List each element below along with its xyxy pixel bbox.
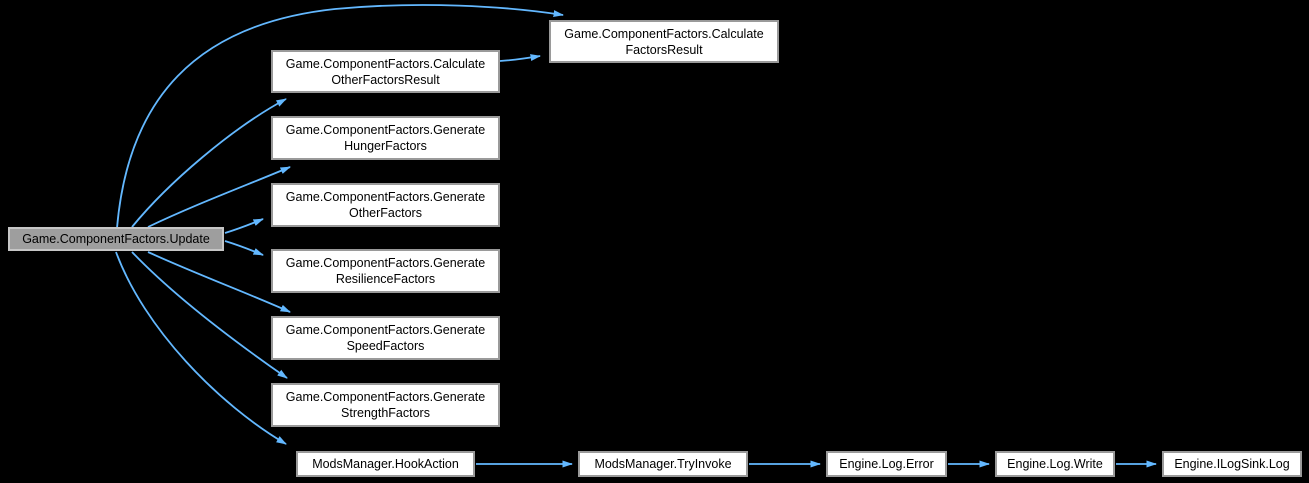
graph-node-generate-strength-factors[interactable]: Game.ComponentFactors.Generate StrengthF…: [271, 383, 500, 427]
edge-update-generate-hunger-factors: [147, 166, 291, 228]
edge-update-generate-resilience-factors: [224, 240, 264, 256]
graph-node-generate-speed-factors[interactable]: Game.ComponentFactors.Generate SpeedFact…: [271, 316, 500, 360]
edge-update-generate-other-factors: [224, 218, 264, 234]
graph-node-ilogsink-log[interactable]: Engine.ILogSink.Log: [1162, 451, 1302, 477]
graph-node-calculate-factors-result[interactable]: Game.ComponentFactors.Calculate FactorsR…: [549, 20, 779, 63]
graph-node-generate-resilience-factors[interactable]: Game.ComponentFactors.Generate Resilienc…: [271, 249, 500, 293]
graph-node-log-error[interactable]: Engine.Log.Error: [826, 451, 947, 477]
edge-update-calculate-other-factors-result: [131, 98, 287, 228]
graph-node-log-write[interactable]: Engine.Log.Write: [995, 451, 1115, 477]
edge-update-calculate-factors-result: [116, 4, 564, 229]
edge-update-generate-speed-factors: [147, 251, 291, 313]
graph-node-try-invoke[interactable]: ModsManager.TryInvoke: [578, 451, 748, 477]
graph-node-hook-action[interactable]: ModsManager.HookAction: [296, 451, 475, 477]
graph-node-update: Game.ComponentFactors.Update: [8, 227, 224, 251]
edge-update-generate-strength-factors: [131, 251, 288, 379]
graph-node-generate-other-factors[interactable]: Game.ComponentFactors.Generate OtherFact…: [271, 183, 500, 227]
graph-node-generate-hunger-factors[interactable]: Game.ComponentFactors.Generate HungerFac…: [271, 116, 500, 160]
edge-calculate-other-factors-result-calculate-factors-result: [499, 54, 541, 62]
edge-update-hook-action: [115, 251, 287, 445]
graph-node-calculate-other-factors-result[interactable]: Game.ComponentFactors.Calculate OtherFac…: [271, 50, 500, 93]
